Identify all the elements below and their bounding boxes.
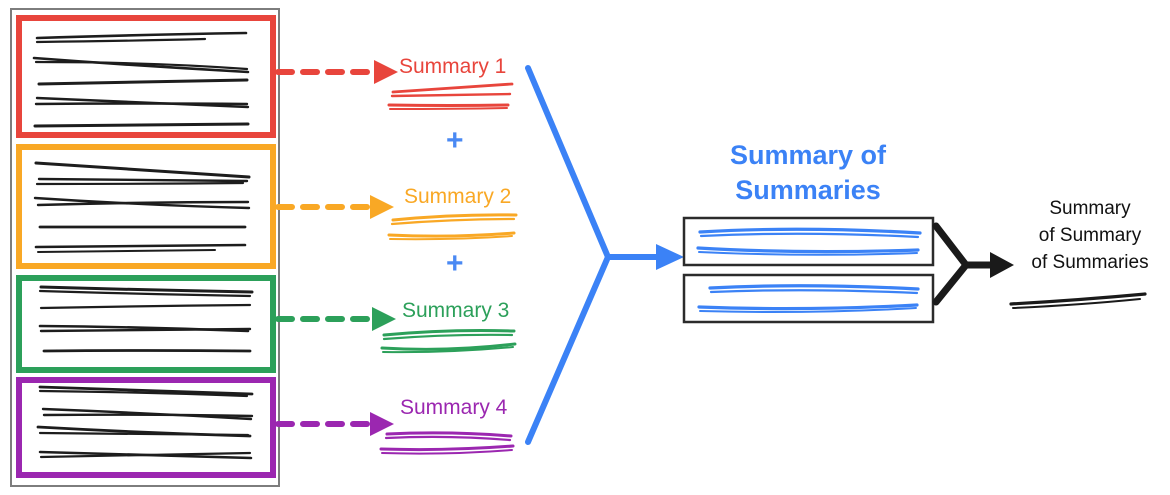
sos-title-line-2: Summaries: [735, 174, 881, 205]
merge-bracket-black: [932, 222, 998, 306]
final-output-line: [1009, 292, 1147, 309]
summary-label-4: Summary 4: [400, 396, 508, 419]
chunk-3-text-lines: [38, 285, 254, 353]
final-label-line-3: of Summaries: [1031, 251, 1149, 273]
dashed-arrow-1: [275, 60, 398, 84]
chunk-box-4[interactable]: [16, 377, 276, 478]
summary-label-3: Summary 3: [402, 299, 510, 322]
final-label-line-2: of Summary: [1038, 224, 1142, 246]
dashed-arrow-2: [275, 195, 394, 219]
summary-label-1: Summary 1: [399, 55, 507, 78]
sos-box-1-lines: [696, 227, 922, 256]
source-document-outline: [10, 8, 280, 487]
merge-bracket-blue: [525, 65, 663, 445]
sos-box-2[interactable]: [682, 273, 935, 324]
sos-title-line-1: Summary of: [729, 140, 887, 170]
summary-3-lines: [380, 329, 517, 354]
chunk-box-2[interactable]: [16, 144, 276, 269]
sos-box-1[interactable]: [682, 216, 935, 267]
plus-operator-1: +: [446, 124, 464, 157]
plus-operator-2: +: [446, 247, 464, 280]
chunk-box-1[interactable]: [16, 15, 276, 138]
chunk-box-3[interactable]: [16, 275, 276, 373]
chunk-1-text-lines: [32, 31, 250, 128]
sos-box-2-lines: [697, 284, 920, 313]
chunk-4-text-lines: [36, 385, 254, 460]
chunk-2-text-lines: [33, 161, 251, 253]
merge-arrowhead-blue: [656, 244, 684, 270]
summary-1-lines: [387, 82, 514, 110]
merge-arrowhead-black: [990, 252, 1014, 278]
dashed-arrow-4: [275, 412, 394, 436]
dashed-arrow-3: [275, 307, 396, 331]
final-output-label: Summary of Summary of Summaries: [1015, 196, 1165, 277]
summary-2-lines: [387, 213, 518, 241]
summary-label-2: Summary 2: [404, 185, 512, 208]
summary-4-lines: [379, 431, 515, 455]
summary-of-summaries-title: Summary of Summaries: [703, 138, 913, 207]
final-label-line-1: Summary: [1049, 198, 1131, 219]
